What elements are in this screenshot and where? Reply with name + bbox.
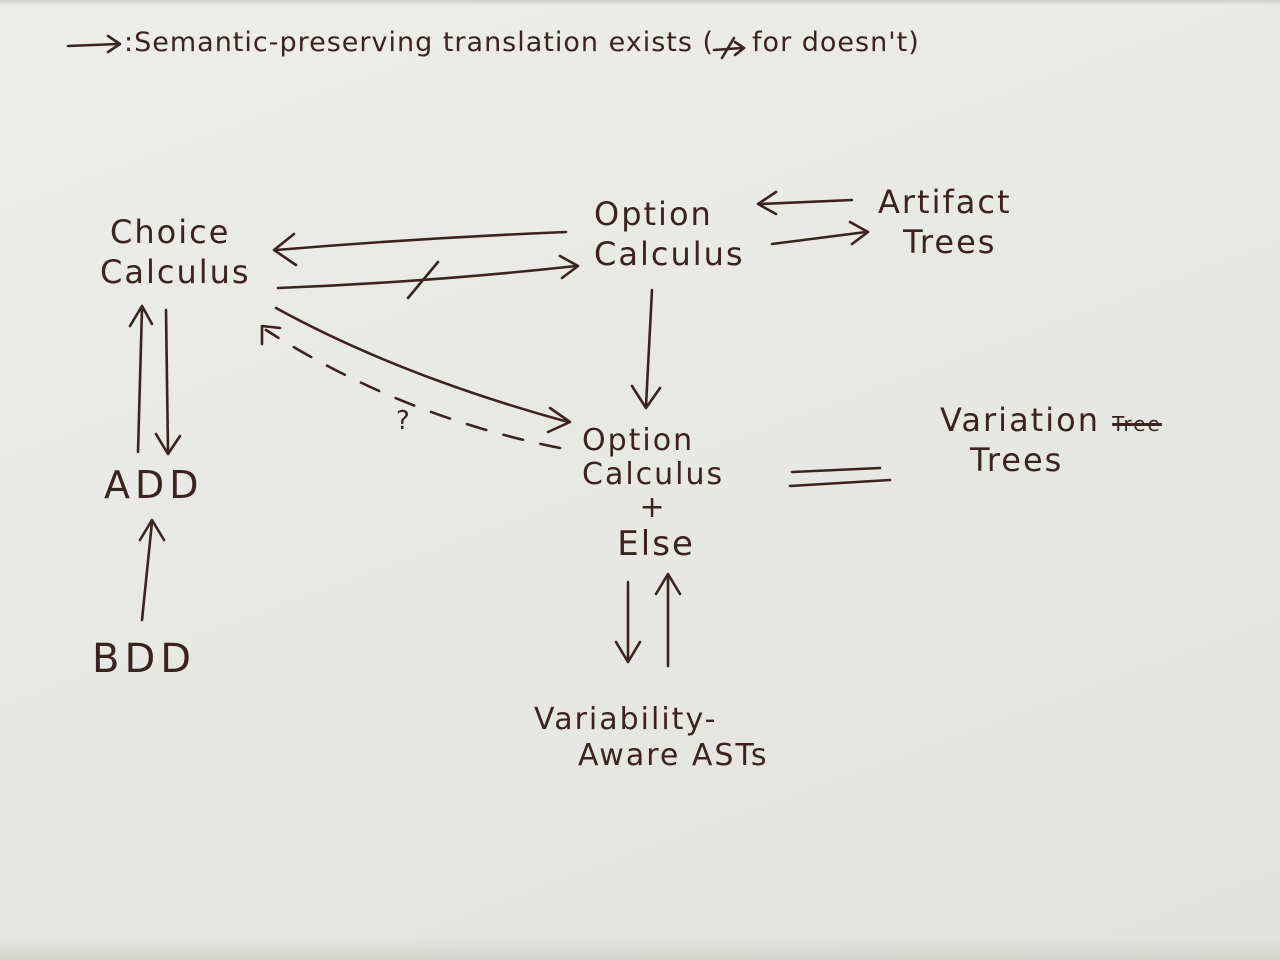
add-label: ADD: [104, 463, 204, 507]
legend-arrow: [66, 34, 122, 54]
arrow-option-to-artifact: [770, 220, 870, 246]
option-else-line3: +: [639, 490, 667, 526]
paper-top-edge: [0, 0, 1280, 6]
arrow-add-to-choice: [128, 304, 154, 454]
asts-asts: ASTs: [691, 738, 769, 773]
struck-out-word: Tree: [1112, 412, 1162, 436]
arrow-option-else-to-asts: [614, 580, 642, 664]
node-bdd: BDD: [92, 634, 196, 684]
artifact-trees-line1: Artifact: [878, 183, 1012, 221]
node-option-calculus-else: Option Calculus + Else: [582, 424, 724, 563]
arrow-asts-to-option-else: [654, 572, 682, 668]
node-option-calculus: Option Calculus: [594, 194, 745, 274]
arrow-option-to-choice: [272, 230, 568, 267]
option-else-line4: Else: [617, 523, 695, 564]
paper-bottom-edge: [0, 938, 1280, 960]
choice-calculus-line2: Calculus: [100, 253, 251, 291]
asts-aware: Aware: [578, 738, 681, 773]
artifact-trees-line2: Trees: [903, 223, 997, 261]
arrow-bdd-to-add: [138, 518, 166, 622]
variation-trees-line1: Variation Tree: [940, 400, 1162, 440]
arrow-option-to-option-else: [630, 288, 662, 410]
option-else-line2: Calculus: [582, 456, 725, 492]
legend-main-text: :Semantic-preserving translation exists …: [124, 27, 715, 58]
legend-negated-note: for doesn't): [752, 27, 920, 58]
arrow-artifact-to-option: [756, 190, 854, 216]
arrow-option-else-to-choice-dashed: [260, 324, 562, 450]
asts-line2: Aware ASTs: [534, 738, 768, 774]
arrow-choice-to-add: [154, 308, 182, 456]
variation-trees-word: Variation: [940, 401, 1100, 439]
legend-negated-arrow: [712, 36, 746, 60]
node-variation-trees: Variation Tree Trees: [940, 400, 1162, 480]
equality-sign: [788, 466, 892, 488]
question-mark: ?: [396, 406, 410, 436]
bdd-label: BDD: [92, 636, 197, 682]
choice-calculus-line1: Choice: [110, 213, 231, 251]
node-choice-calculus: Choice Calculus: [100, 212, 251, 292]
option-calculus-line2: Calculus: [594, 235, 745, 273]
node-variability-aware-asts: Variability- Aware ASTs: [534, 702, 768, 774]
arrow-choice-to-option-else: [274, 306, 572, 434]
option-else-line1: Option: [582, 423, 695, 458]
legend-text: :Semantic-preserving translation exists …: [62, 26, 920, 60]
node-artifact-trees: Artifact Trees: [878, 182, 1012, 262]
arrow-choice-to-option-negated: [276, 254, 580, 300]
asts-line1: Variability-: [534, 702, 718, 737]
variation-trees-line2: Trees: [970, 441, 1064, 479]
node-add: ADD: [104, 462, 204, 510]
option-calculus-line1: Option: [594, 195, 713, 233]
